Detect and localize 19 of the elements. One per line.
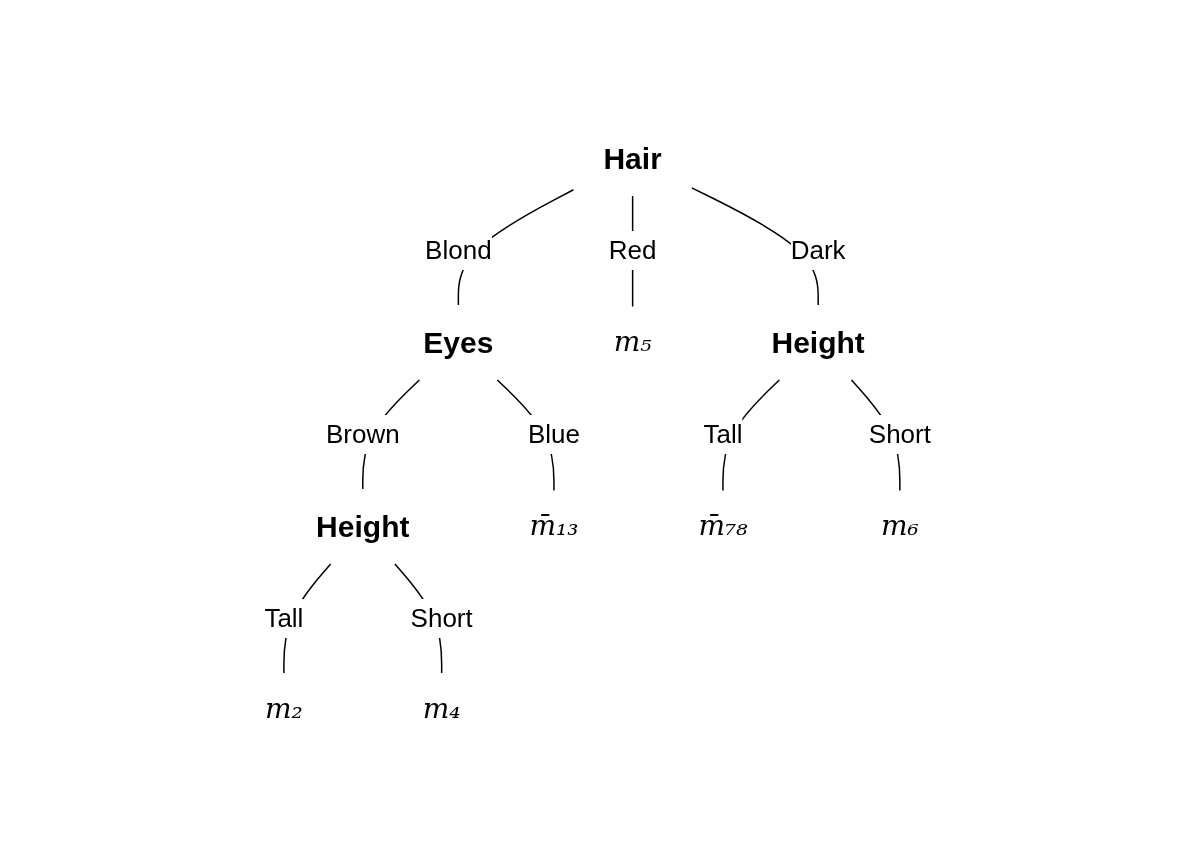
edge-label: Blond bbox=[424, 235, 492, 265]
node-text: m₄ bbox=[422, 691, 461, 725]
edge-label: Tall bbox=[264, 602, 304, 633]
edge-label: Red bbox=[608, 235, 657, 265]
edge-label: Short bbox=[868, 418, 931, 449]
node-text: Height bbox=[315, 509, 410, 543]
node-text: Eyes bbox=[422, 325, 494, 359]
edge-label: Short bbox=[410, 602, 473, 633]
edge-label: Blue bbox=[527, 418, 580, 449]
node-text: m̄₁₃ bbox=[529, 509, 579, 543]
node-text: Hair bbox=[603, 142, 662, 175]
edge-label: Dark bbox=[790, 235, 846, 265]
node-text: m₅ bbox=[613, 325, 652, 359]
edge-label: Tall bbox=[703, 418, 743, 449]
node-text: m₂ bbox=[264, 691, 303, 725]
node-text: m₆ bbox=[880, 509, 919, 543]
node-text: Height bbox=[771, 325, 865, 359]
edge-label: Brown bbox=[325, 418, 400, 449]
node-text: m̄₇₈ bbox=[698, 509, 748, 543]
